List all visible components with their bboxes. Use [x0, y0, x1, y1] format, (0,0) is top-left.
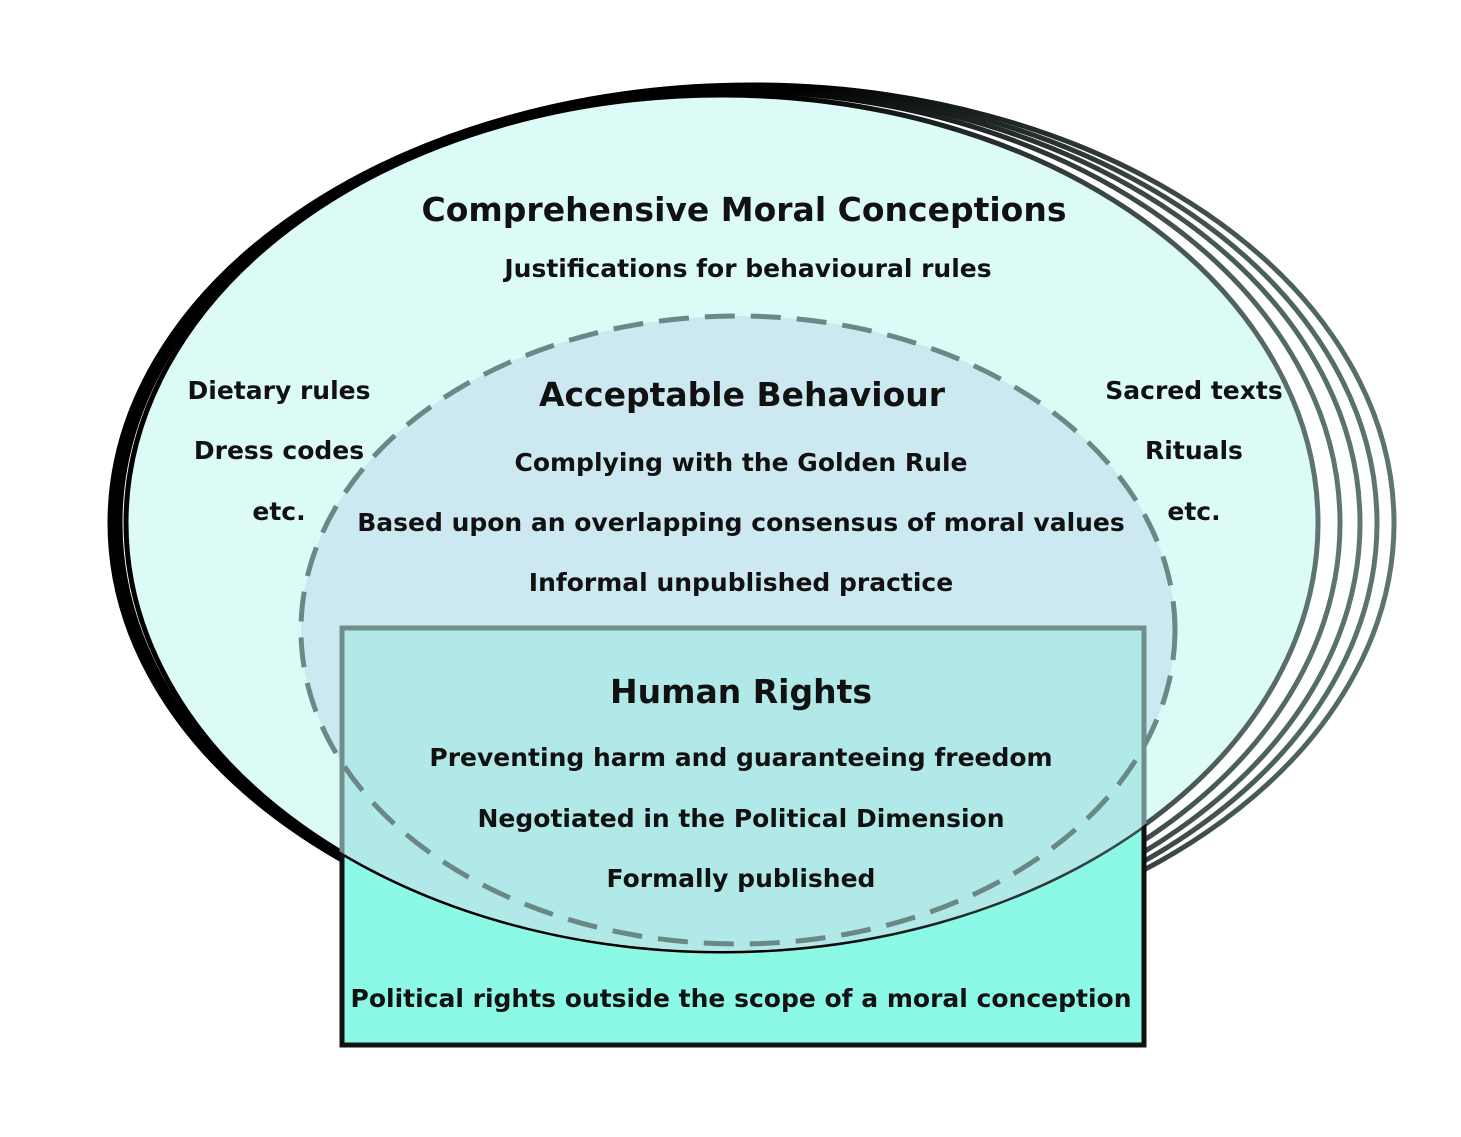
left-item-etc: etc.	[252, 497, 305, 526]
human-rights-box-border	[339, 625, 1147, 1048]
human-rights-line-harm-freedom: Preventing harm and guaranteeing freedom	[429, 743, 1052, 772]
acceptable-behaviour-line-golden-rule: Complying with the Golden Rule	[514, 448, 967, 477]
human-rights-line-formally-published: Formally published	[607, 864, 876, 893]
human-rights-box-overlap	[342, 628, 1144, 951]
right-item-etc: etc.	[1167, 497, 1220, 526]
acceptable-behaviour-line-consensus: Based upon an overlapping consensus of m…	[357, 508, 1125, 537]
acceptable-behaviour-dashed-outline	[298, 313, 1178, 947]
right-item-sacred-texts: Sacred texts	[1105, 376, 1282, 405]
moral-conceptions-subtitle: Justifications for behavioural rules	[502, 254, 991, 283]
right-item-rituals: Rituals	[1145, 436, 1243, 465]
human-rights-title: Human Rights	[610, 672, 872, 711]
political-rights-outside-scope: Political rights outside the scope of a …	[351, 984, 1132, 1013]
left-item-dress-codes: Dress codes	[194, 436, 364, 465]
left-item-dietary-rules: Dietary rules	[188, 376, 371, 405]
acceptable-behaviour-line-informal: Informal unpublished practice	[529, 568, 953, 597]
acceptable-behaviour-title: Acceptable Behaviour	[539, 375, 946, 414]
human-rights-line-political-dimension: Negotiated in the Political Dimension	[478, 804, 1005, 833]
moral-conceptions-title: Comprehensive Moral Conceptions	[422, 190, 1067, 229]
